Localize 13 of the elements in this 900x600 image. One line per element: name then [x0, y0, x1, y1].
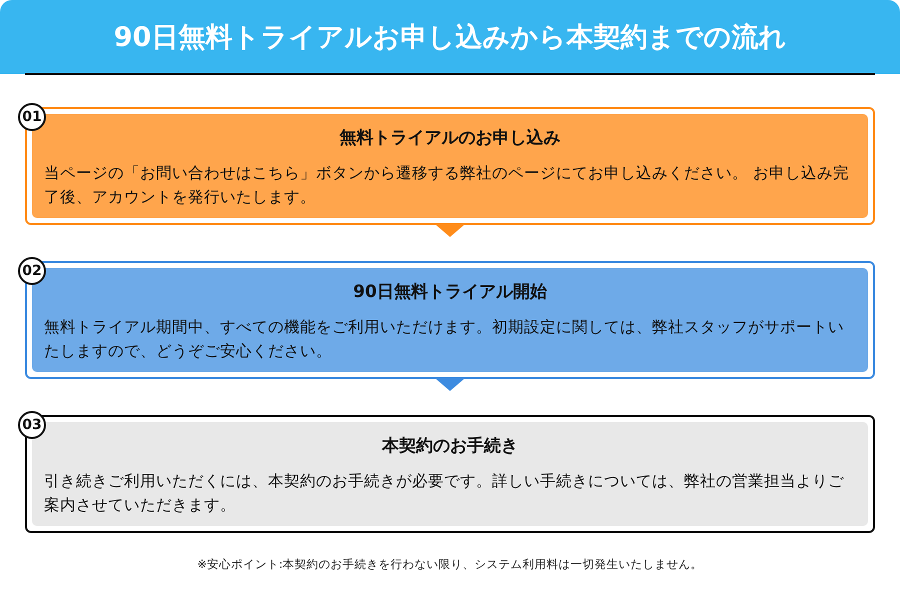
step-number-circle: 01	[18, 103, 46, 131]
step-description: 無料トライアル期間中、すべての機能をご利用いただけます。初期設定に関しては、弊社スタッフがサポートいたしますので、どうぞご安心ください。	[44, 317, 845, 362]
step-description: 当ページの「お問い合わせはこちら」ボタンから遷移する弊社のページにてお申し込みください。 お申し込み完了後、アカウントを発行いたします。	[44, 163, 850, 208]
title: 90日無料トライアルお申し込みから本契約までの流れ	[114, 21, 786, 55]
chevron-arrow	[436, 379, 464, 391]
step-heading: 無料トライアルのお申し込み	[338, 127, 562, 149]
step-heading: 90日無料トライアル開始	[352, 281, 548, 303]
step-heading: 本契約のお手続き	[380, 435, 519, 457]
chevron-arrow	[436, 225, 464, 237]
step-description: 引き続きご利用いただくには、本契約のお手続きが必要です。詳しい手続きについては、弊社の営業担当よりご案内させていただきます。	[44, 471, 845, 516]
step-number-circle: 02	[18, 257, 46, 285]
step-number-circle: 03	[18, 411, 46, 439]
footnote: ※安心ポイント:本契約のお手続きを行わない限り、システム利用料は一切発生いたしません。	[196, 557, 704, 572]
